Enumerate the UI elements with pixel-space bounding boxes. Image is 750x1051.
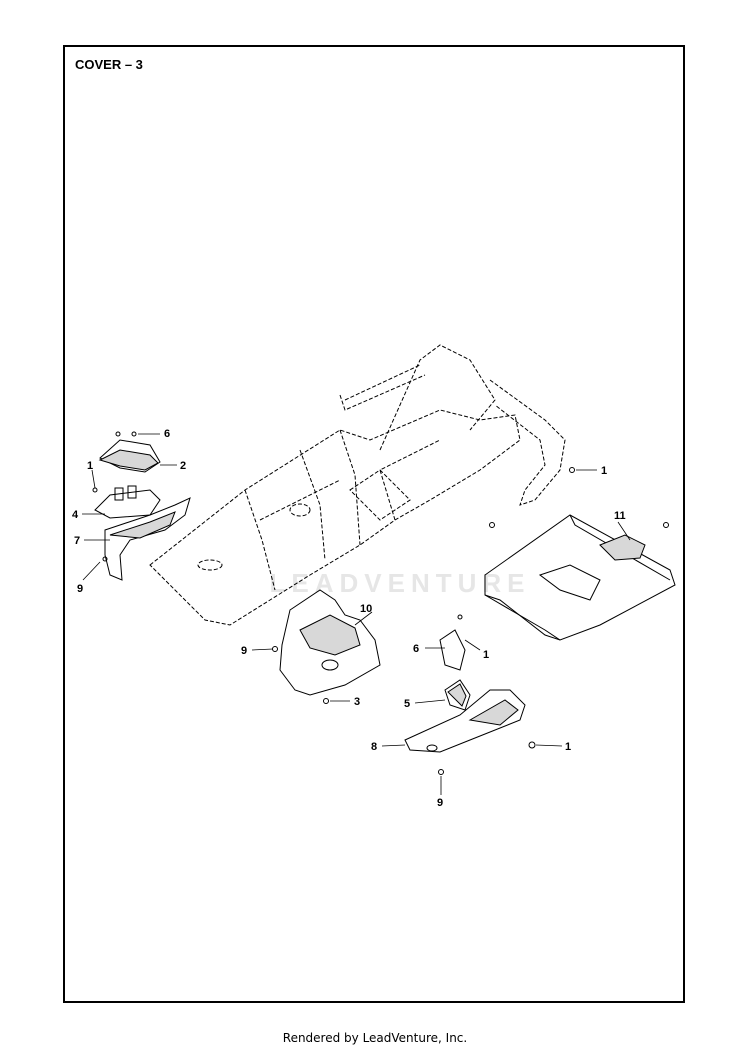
callout-label: 6: [164, 428, 170, 440]
callout-label: 9: [241, 645, 247, 657]
callout-label: 1: [565, 741, 571, 753]
tractor-frame: [149, 344, 566, 626]
render-credit: Rendered by LeadVenture, Inc.: [282, 1031, 468, 1045]
callout-label: 2: [180, 460, 186, 472]
diagram-title: COVER – 3: [75, 57, 143, 72]
callout-label: 5: [404, 698, 410, 710]
callout-label: 10: [360, 603, 372, 615]
bottom-cover-part: [404, 689, 526, 753]
callout-label: 9: [77, 583, 83, 595]
left-cover-assembly: [94, 439, 191, 581]
callout-label: 9: [437, 797, 443, 809]
leader-lines: [82, 433, 631, 795]
callout-label: 7: [74, 535, 80, 547]
floor-plate-part: [484, 514, 676, 641]
diagram-frame: COVER – 3: [63, 45, 685, 1003]
callout-label: 1: [483, 649, 489, 661]
center-shield-part: [279, 589, 381, 696]
watermark: LEADVENTURE: [269, 568, 530, 598]
callout-label: 3: [354, 696, 360, 708]
callout-label: 1: [87, 460, 93, 472]
callout-label: 11: [614, 510, 626, 522]
fasteners: [92, 431, 669, 775]
callout-label: 6: [413, 643, 419, 655]
callout-label: 4: [72, 509, 79, 521]
callout-label: 1: [601, 465, 607, 477]
right-bracket-part: [439, 629, 471, 711]
callouts: 6 2 1 4 7 9 1 11 10 9 3 6 1 5 8 1 9: [72, 428, 626, 809]
callout-label: 8: [371, 741, 377, 753]
